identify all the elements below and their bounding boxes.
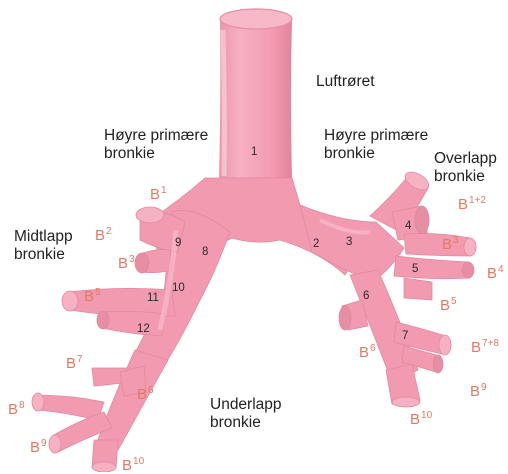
segment-label-right-b8: B8 <box>8 398 25 418</box>
label-right-primary-bronchus-line2: bronkie <box>104 145 155 162</box>
number-3: 3 <box>346 236 352 248</box>
segment-b5-left-branch <box>394 256 470 279</box>
label-lower-lobe-line2: bronkie <box>210 414 261 431</box>
segment-label-left-b7-8: B7+8 <box>471 336 499 356</box>
segment-b3-left-branch <box>404 234 470 257</box>
trachea <box>207 9 300 205</box>
segment-b5-lower-branch <box>404 278 432 300</box>
segment-label-left-b1-2: B1+2 <box>458 193 486 213</box>
label-left-primary-bronchus-line1: Høyre primære <box>324 127 428 144</box>
number-5: 5 <box>412 263 418 275</box>
number-8: 8 <box>202 246 208 258</box>
segment-label-left-b9: B9 <box>470 380 487 400</box>
segment-label-right-b9: B9 <box>30 436 47 456</box>
number-10: 10 <box>172 282 185 294</box>
label-lower-lobe-line1: Underlapp <box>210 396 282 413</box>
segment-label-right-b6: B6 <box>137 383 154 403</box>
label-upper-lobe-line2: bronkie <box>434 168 485 185</box>
number-12: 12 <box>137 323 150 335</box>
segment-label-right-b1: B1 <box>150 183 167 203</box>
segment-label-right-b5: B5 <box>84 285 101 305</box>
label-trachea: Luftrøret <box>316 73 375 90</box>
label-middle-lobe-line1: Midtlapp <box>14 228 73 245</box>
label-middle-lobe-line2: bronkie <box>14 246 65 263</box>
number-2: 2 <box>313 238 319 250</box>
middle-lobe-lower-branch <box>100 311 165 336</box>
right-lower-lobe-bronchus <box>96 350 168 450</box>
label-right-primary-bronchus-line1: Høyre primære <box>104 127 208 144</box>
label-upper-lobe-line1: Overlapp <box>434 150 497 167</box>
segment-label-left-b4: B4 <box>487 262 504 282</box>
label-left-primary-bronchus-line2: bronkie <box>324 145 375 162</box>
number-7: 7 <box>402 330 408 342</box>
segment-label-right-b2: B2 <box>95 224 112 244</box>
number-11: 11 <box>147 292 159 304</box>
number-1: 1 <box>251 146 257 158</box>
segment-label-left-b5: B5 <box>440 294 457 314</box>
segment-label-right-b10: B10 <box>122 454 144 474</box>
number-6: 6 <box>363 290 369 302</box>
segment-label-right-b7: B7 <box>66 352 83 372</box>
segment-label-right-b3: B3 <box>118 252 135 272</box>
number-4: 4 <box>405 220 411 232</box>
segment-label-left-b3: B3 <box>442 233 459 253</box>
segment-label-left-b6: B6 <box>359 341 376 361</box>
segment-label-left-b10: B10 <box>410 408 432 428</box>
number-9: 9 <box>175 237 181 249</box>
